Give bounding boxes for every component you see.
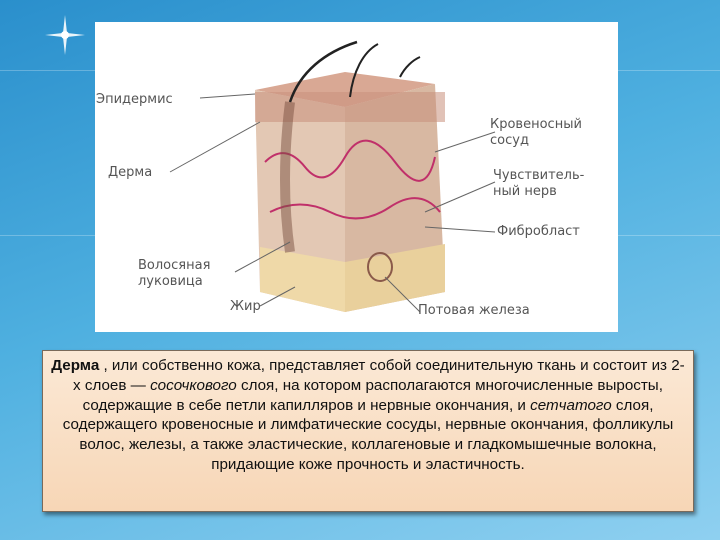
- label-fibroblast: Фибробласт: [497, 224, 580, 239]
- label-nerve-line2: ный нерв: [493, 184, 557, 199]
- text-part: , или собственно кожа, представляет собо…: [73, 357, 685, 394]
- term-dermis: Дерма: [51, 357, 100, 374]
- label-blood-vessel-line1: Кровеносный: [490, 117, 582, 132]
- text-part: слоя, содержащего кровеносные и лимфатич…: [62, 396, 674, 473]
- label-nerve: Чувствитель-ный нерв: [493, 168, 584, 200]
- description-text-box: Дерма , или собственно кожа, представляе…: [42, 350, 694, 512]
- term-papillary: сосочкового: [150, 376, 237, 394]
- label-dermis: Дерма: [108, 165, 153, 180]
- skin-cross-section-illustration: [169, 40, 496, 313]
- label-fat: Жир: [230, 299, 261, 314]
- text-part: слоя, на котором располагаются многочисл…: [82, 376, 663, 414]
- term-reticular: сетчатого: [530, 396, 612, 414]
- label-nerve-line1: Чувствитель-: [493, 168, 585, 183]
- sparkle-icon: [45, 15, 85, 55]
- label-hair-bulb-line2: луковица: [138, 274, 203, 289]
- label-epidermis: Эпидермис: [96, 92, 173, 107]
- label-blood-vessel-line2: сосуд: [490, 133, 529, 148]
- label-sweat-gland: Потовая железа: [418, 303, 530, 318]
- label-hair-bulb-line1: Волосяная: [138, 258, 211, 273]
